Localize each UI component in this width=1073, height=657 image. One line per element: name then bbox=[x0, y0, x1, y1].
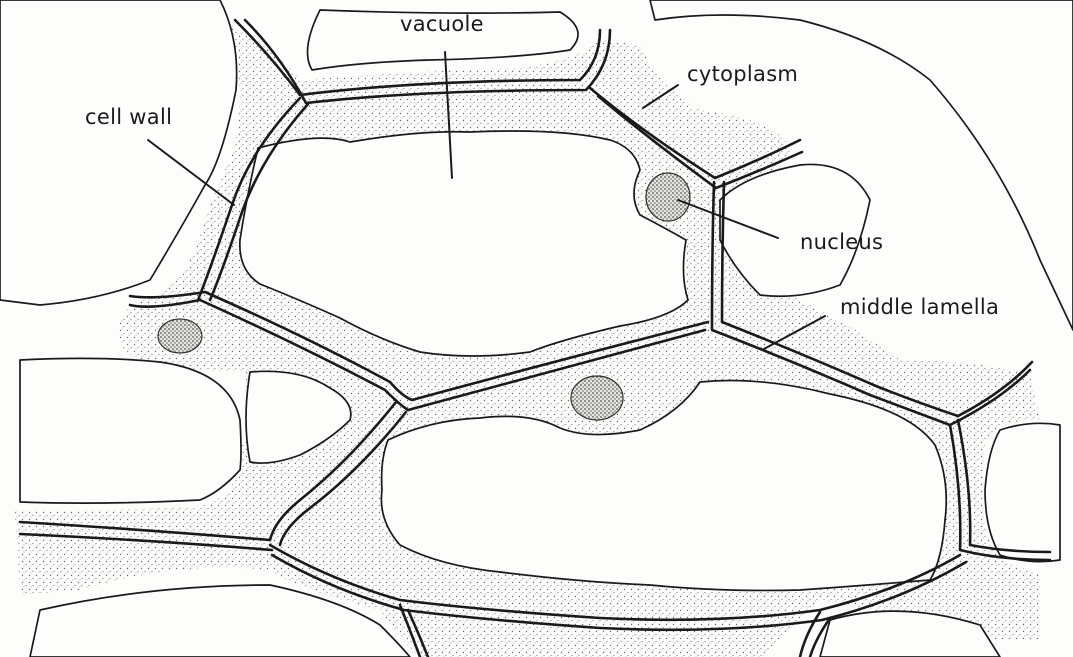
label-cell-wall: cell wall bbox=[85, 105, 172, 129]
vacuole-lower-left bbox=[20, 358, 241, 503]
label-middle-lamella: middle lamella bbox=[840, 295, 999, 319]
label-nucleus: nucleus bbox=[800, 230, 883, 254]
nucleus-middle bbox=[571, 376, 623, 420]
label-vacuole: vacuole bbox=[400, 12, 484, 36]
label-cytoplasm: cytoplasm bbox=[687, 62, 798, 86]
vacuole-right-edge bbox=[985, 423, 1060, 561]
nucleus-top-right bbox=[646, 173, 690, 221]
nucleus-left bbox=[158, 319, 202, 353]
